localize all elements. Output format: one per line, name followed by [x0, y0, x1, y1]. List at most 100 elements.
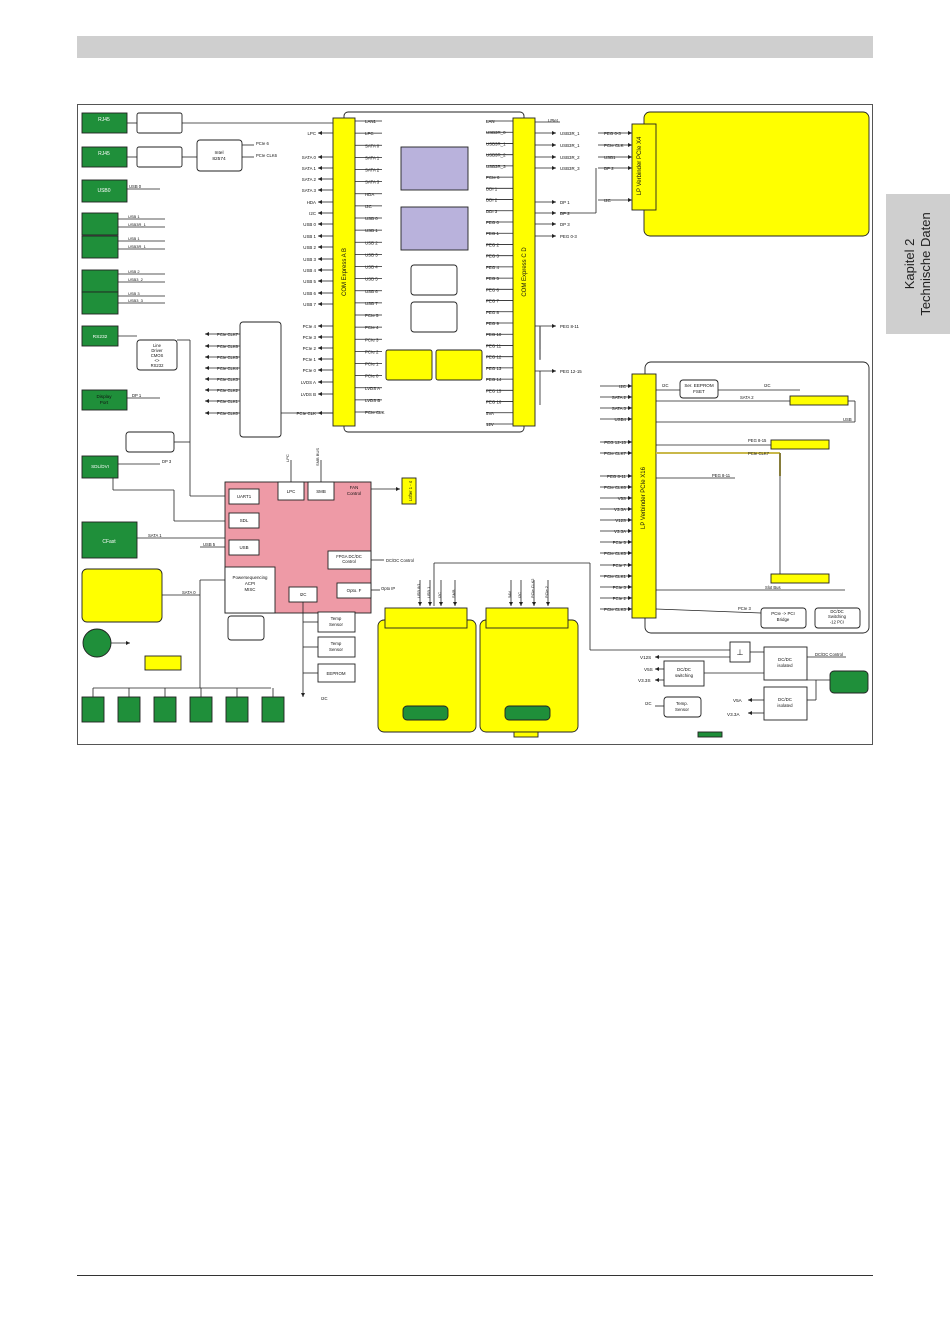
com-ab-pin-label: PCIe 5: [365, 313, 379, 318]
arrow-head: [318, 380, 322, 384]
arrow-head: [552, 234, 556, 238]
lpc-in-label: LPC: [285, 454, 290, 462]
rs232-label: RS232: [93, 334, 108, 340]
com-cd-pin-label: USB3R_1: [486, 141, 506, 146]
usb-stack: [81, 212, 119, 236]
com-ab-pin-label: USB 0: [365, 216, 378, 221]
pcie-slot-edge: [384, 607, 468, 629]
arrow-head: [318, 291, 322, 295]
com-ab-pin-label: LAN1: [365, 119, 377, 124]
arrow-head: [552, 200, 556, 204]
arrow-head: [628, 440, 632, 444]
com-ab-pin-label: PCIe 2: [365, 349, 379, 354]
lp-x16-pin-label: SATA 2: [612, 395, 627, 400]
dcdc-isolated-block: [763, 646, 808, 681]
arrow-head: [628, 166, 632, 170]
pcie-clk-label: PCIe CLK3: [217, 377, 239, 382]
sata0-label: SATA 0: [182, 590, 196, 595]
v33a-label: V3.3A: [727, 712, 740, 717]
usb-label: USB3_3: [128, 298, 144, 303]
usb-port: [81, 179, 128, 203]
arrow-head: [552, 131, 556, 135]
com-ab-signal-label: USB 2: [303, 245, 316, 250]
com-ab-pin-label: USB 4: [365, 265, 378, 270]
com-ab-signal-label: USB 1: [303, 234, 316, 239]
pcie-clk7-label: PCIe CLK7: [748, 451, 770, 456]
com-cd-pin-label: USB3R_0: [486, 130, 506, 135]
com-ab-pin-label: PCIe 3: [365, 337, 379, 342]
lp-x4-pin-label: USB1: [604, 155, 616, 160]
com-ab-signal-label: PCIe 3: [303, 335, 317, 340]
com-cd-pin-label: 12V: [486, 422, 494, 427]
slot-signal-label: PCIe 2: [544, 586, 549, 598]
lp-x16-pin-label: PCIe CLK1: [604, 574, 627, 579]
magnetics-block: [136, 112, 183, 134]
header-bar: [77, 36, 873, 58]
dcdc-switch-label: -12 PCI: [830, 619, 844, 624]
arrow-head: [628, 540, 632, 544]
com-ab-signal-label: USB 6: [303, 291, 316, 296]
i2c-label: I2C: [321, 696, 328, 701]
arrow-head: [428, 602, 432, 606]
com-ab-pin-label: USB 7: [365, 301, 378, 306]
dcdc-isolated-label: isolated: [777, 703, 793, 708]
lp-x16-pin-label: PCIe CLK3: [604, 607, 627, 612]
dcdc-isolated-block: [763, 686, 808, 721]
com-ab-pin-label: LVDS A: [365, 386, 380, 391]
chapter-tab: Kapitel 2 Technische Daten: [886, 194, 950, 334]
arrow-head: [205, 411, 209, 415]
dcdc-switching-label: DC/DC: [677, 667, 691, 672]
com-cd-title: COM Express C D: [522, 247, 528, 297]
com-cd-pin-label: PCIe 6: [486, 175, 500, 180]
arrow-head: [655, 678, 659, 682]
com-cd-pin-label: PEG 0: [486, 220, 499, 225]
lp-verbinder-x4: [631, 123, 657, 211]
com-ab-pin-label: SATA 0: [365, 143, 380, 148]
sdl-dvi-label: SDL/DVI: [91, 464, 109, 469]
reset-block: [227, 615, 265, 641]
usb-stack: [81, 291, 119, 315]
usb-stack: [81, 235, 119, 259]
arrow-head: [628, 143, 632, 147]
usb-label: USB3R_1: [128, 244, 147, 249]
com-cd-pin-label: PEG 5: [486, 276, 499, 281]
com-ab-signal-label: USB 0: [303, 222, 316, 227]
pcie-x4-card: [643, 111, 870, 237]
temp-sensor-label: Sensor: [675, 707, 689, 712]
slot-bus-label: Slot Bus: [765, 585, 781, 590]
display-port-connector: [81, 389, 128, 411]
arrow-head: [532, 602, 536, 606]
com-ab-pin-label: USB 1: [365, 228, 378, 233]
pcie3-line: [655, 608, 762, 614]
peg-slot: [770, 439, 830, 450]
memory-block: [410, 264, 458, 296]
intel-nic-block: [196, 139, 243, 172]
temp-sensor-label: Temp: [331, 641, 342, 646]
fpga-dcdc-label: FPGA DC/DC: [336, 554, 362, 559]
temp-sensor-block: [663, 696, 702, 718]
uart-block: [228, 488, 260, 505]
pcie-slot-led: [504, 705, 551, 721]
arrow-head: [546, 602, 550, 606]
com-ab-pin-label: SATA 2: [365, 168, 380, 173]
status-led: [225, 696, 249, 723]
com-cd-pin-label: PEG 13: [486, 366, 502, 371]
com-ab-signal-label: SATA 2: [302, 177, 317, 182]
com-cd-pin-label: PEG 3: [486, 254, 499, 259]
com-ab-pin-label: HDA: [365, 192, 374, 197]
v12s-label: V12S: [640, 655, 651, 660]
com-ab-signal-label: HDA: [307, 200, 316, 205]
arrow-head: [628, 507, 632, 511]
com-cd-signal-label: PEG 8-11: [560, 324, 580, 329]
com-ab-signal-label: SATA 3: [302, 188, 317, 193]
com-cd-pin-label: USB3R_2: [486, 153, 506, 158]
usb-label: USB 2: [128, 269, 140, 274]
arrow-head: [396, 487, 400, 491]
lp-x4-pin-label: I2C: [604, 198, 611, 203]
arrow-head: [453, 602, 457, 606]
com-ab-pin-label: PCIe 4: [365, 325, 379, 330]
arrow-head: [552, 222, 556, 226]
slot-signal-label: I2C: [517, 592, 522, 598]
arrow-head: [628, 198, 632, 202]
arrow-head: [628, 518, 632, 522]
